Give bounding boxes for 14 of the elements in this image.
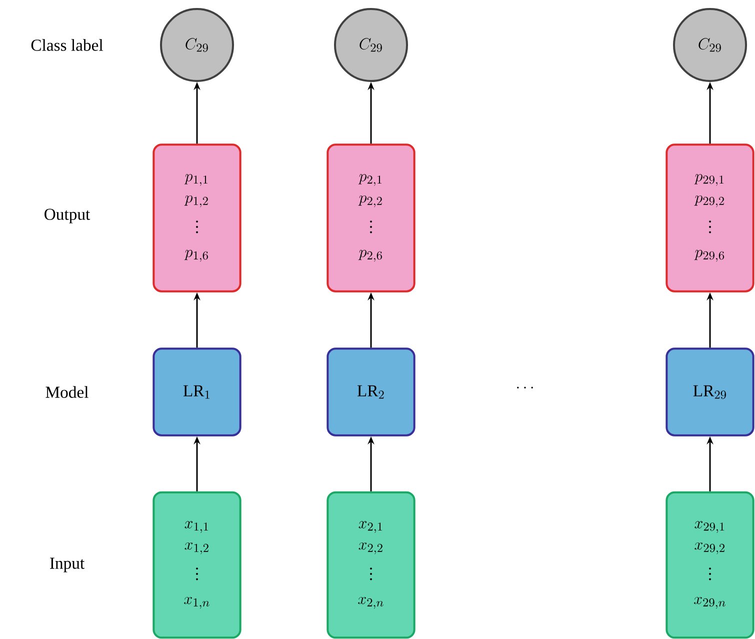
row-label: Model xyxy=(46,386,88,398)
row-label: Output xyxy=(44,208,90,224)
output-box: $p_{29,1}$ $p_{29,2}$ $\vdots$ $p_{29,6}$ xyxy=(666,144,754,292)
input-box: $x_{1,1}$ $x_{1,2}$ $\vdots$ $x_{1,n}$ xyxy=(152,491,242,639)
model-box: $\mathrm{LR}_2$ xyxy=(326,348,416,436)
row-label: Input xyxy=(50,558,84,572)
model-box: $\mathrm{LR}_{29}$ xyxy=(666,348,754,436)
output-box: $p_{1,1}$ $p_{1,2}$ $\vdots$ $p_{1,6}$ xyxy=(152,144,242,292)
model-box: $\mathrm{LR}_1$ xyxy=(152,348,242,436)
row-label: Class label xyxy=(31,39,103,51)
ellipsis: $\cdots$ xyxy=(517,386,533,388)
output-box: $p_{2,1}$ $p_{2,2}$ $\vdots$ $p_{2,6}$ xyxy=(326,144,416,292)
input-box: $x_{2,1}$ $x_{2,2}$ $\vdots$ $x_{2,n}$ xyxy=(326,491,416,639)
input-box: $x_{29,1}$ $x_{29,2}$ $\vdots$ $x_{29,n}$ xyxy=(666,491,754,639)
